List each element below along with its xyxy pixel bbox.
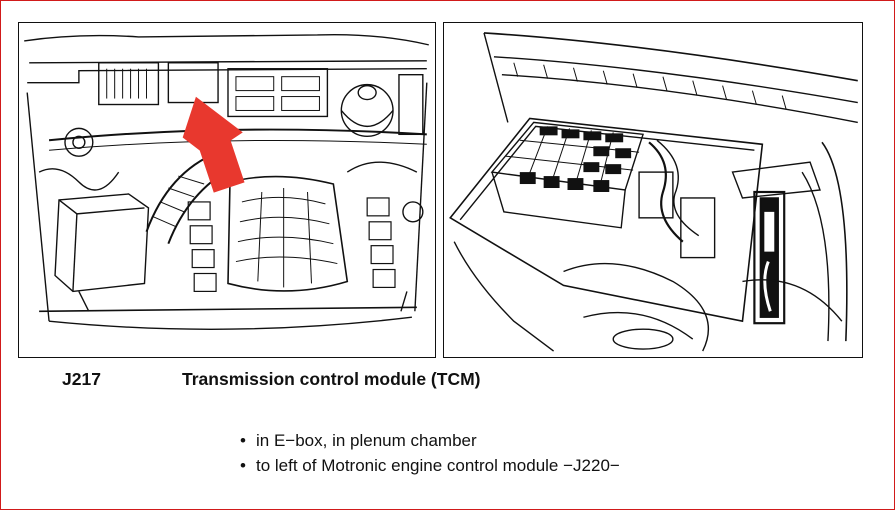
component-caption: J217 Transmission control module (TCM) bbox=[0, 369, 895, 393]
location-arrow-shape bbox=[182, 96, 245, 193]
location-note-text: in E−box, in plenum chamber bbox=[256, 431, 477, 450]
component-title: Transmission control module (TCM) bbox=[182, 369, 481, 389]
location-note: • in E−box, in plenum chamber bbox=[240, 428, 620, 453]
component-code: J217 bbox=[62, 369, 101, 389]
e-box-detail-illustration bbox=[443, 22, 863, 358]
location-note: • to left of Motronic engine control modu… bbox=[240, 453, 620, 478]
engine-bay-illustration bbox=[18, 22, 436, 358]
bullet-icon: • bbox=[240, 431, 246, 450]
bullet-icon: • bbox=[240, 456, 246, 475]
engine-bay-drawing bbox=[24, 33, 429, 330]
location-note-text: to left of Motronic engine control modul… bbox=[256, 456, 620, 475]
location-notes: • in E−box, in plenum chamber • to left of… bbox=[240, 428, 620, 478]
e-box-drawing bbox=[449, 32, 858, 352]
